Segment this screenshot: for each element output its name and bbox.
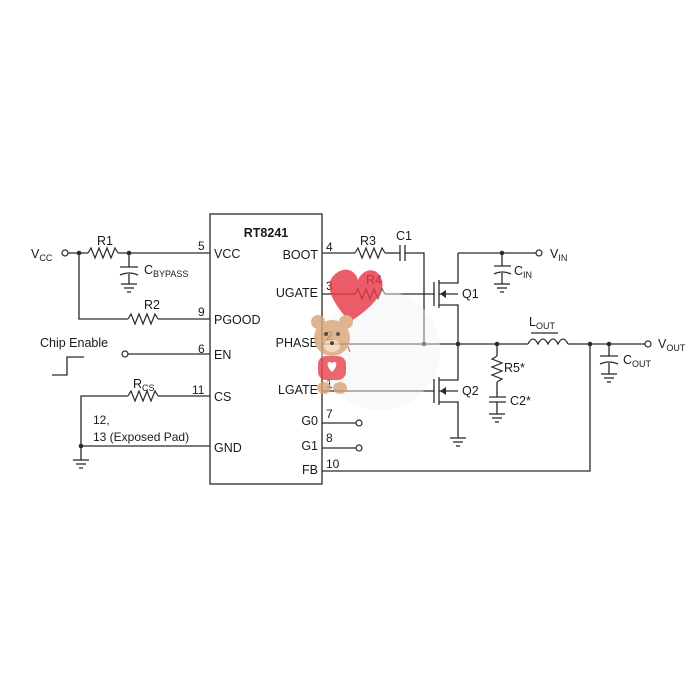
pin-name-phase: PHASE xyxy=(276,336,318,350)
resistor-r3 xyxy=(354,246,386,260)
bear-watermark-icon xyxy=(311,269,440,410)
vout-terminal xyxy=(644,340,652,348)
g0-terminal xyxy=(355,419,363,427)
step-signal-icon xyxy=(52,356,84,376)
pin-name-fb: FB xyxy=(302,463,318,477)
pin-num-13-exposed-pad: 13 (Exposed Pad) xyxy=(93,430,189,444)
ground-icon xyxy=(489,413,505,423)
pin-name-g1: G1 xyxy=(301,439,318,453)
r2-label: R2 xyxy=(144,298,160,312)
capacitor-cbypass xyxy=(119,266,139,276)
vin-label: VIN xyxy=(550,247,567,263)
resistor-r5 xyxy=(490,355,504,383)
vout-label: VOUT xyxy=(658,337,686,353)
g1-terminal xyxy=(355,444,363,452)
en-terminal xyxy=(121,350,129,358)
pin-num-8: 8 xyxy=(326,431,333,445)
pin-name-boot: BOOT xyxy=(283,248,319,262)
c2-label: C2* xyxy=(510,394,531,408)
r3-label: R3 xyxy=(360,234,376,248)
pin-name-lgate: LGATE xyxy=(278,383,318,397)
pin-name-en: EN xyxy=(214,348,231,362)
pin-num-12: 12, xyxy=(93,413,110,427)
cin-label: CIN xyxy=(514,264,532,280)
pin-num-5: 5 xyxy=(198,239,205,253)
lout-label: LOUT xyxy=(529,315,555,331)
q2-label: Q2 xyxy=(462,384,479,398)
pin-num-11: 11 xyxy=(192,383,205,397)
ground-icon xyxy=(494,283,510,293)
pin-name-ugate: UGATE xyxy=(276,286,318,300)
pin-num-6: 6 xyxy=(198,342,205,356)
ground-icon xyxy=(121,283,137,293)
inductor-lout xyxy=(527,338,569,346)
pin-num-9: 9 xyxy=(198,305,205,319)
r1-label: R1 xyxy=(97,234,113,248)
pin-num-1: 1 xyxy=(326,377,333,391)
pin-num-7: 7 xyxy=(326,407,333,421)
resistor-rcs xyxy=(127,389,159,403)
rcs-label: RCS xyxy=(133,377,155,393)
capacitor-cout xyxy=(599,355,619,365)
pin-num-4: 4 xyxy=(326,240,333,254)
cout-label: COUT xyxy=(623,353,652,369)
ic-name: RT8241 xyxy=(244,226,289,240)
capacitor-cin xyxy=(493,265,512,275)
cbypass-label: CBYPASS xyxy=(144,263,188,279)
q1-label: Q1 xyxy=(462,287,479,301)
r5-label: R5* xyxy=(504,361,525,375)
pin-name-cs: CS xyxy=(214,390,231,404)
pin-name-pgood: PGOOD xyxy=(214,313,261,327)
pin-name-vcc: VCC xyxy=(214,247,240,261)
vcc-terminal xyxy=(61,249,69,257)
ground-icon xyxy=(73,459,89,469)
vin-terminal xyxy=(535,249,543,257)
pin-name-g0: G0 xyxy=(301,414,318,428)
resistor-r1 xyxy=(87,246,119,260)
mosfet-q1 xyxy=(433,253,459,344)
chip-enable-label: Chip Enable xyxy=(40,336,108,350)
ground-icon xyxy=(601,373,617,383)
c1-label: C1 xyxy=(396,229,412,243)
pin-name-gnd: GND xyxy=(214,441,242,455)
ground-icon xyxy=(450,437,466,447)
capacitor-c2 xyxy=(489,396,506,403)
pin-num-10: 10 xyxy=(326,457,340,471)
capacitor-c1 xyxy=(399,245,406,261)
resistor-r2 xyxy=(127,312,159,326)
vcc-label: VCC xyxy=(31,247,53,263)
mosfet-q2 xyxy=(433,344,459,438)
